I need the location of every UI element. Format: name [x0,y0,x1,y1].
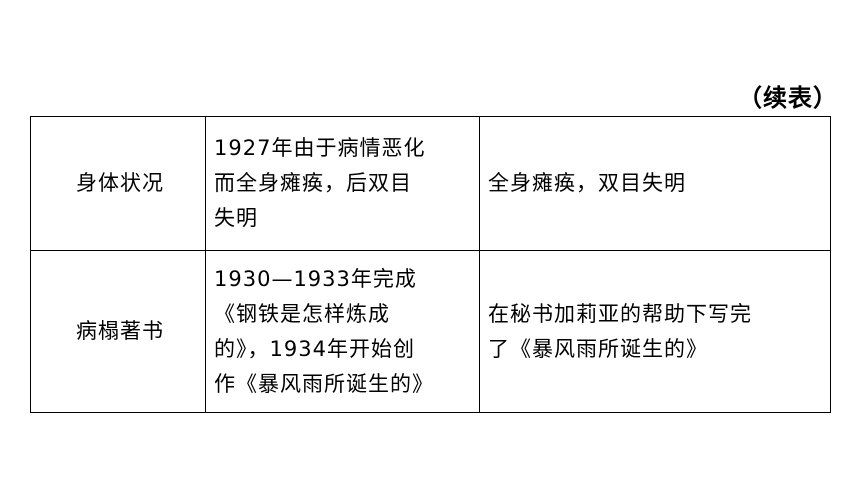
cell-line: 的》，1934年开始创 [214,336,415,361]
row-label: 病榻著书 [30,250,206,413]
table-continued-caption: （续表） [738,84,838,112]
cell-line: 全身瘫痪，双目失明 [488,171,686,195]
cell-line: 《钢铁是怎样炼成 [214,301,390,326]
row-label: 身体状况 [30,116,206,251]
cell-text: 全身瘫痪，双目失明 [479,116,831,251]
info-table: 身体状况 1927年由于病情恶化 而全身瘫痪，后双目 失明 全身瘫痪，双目失明 … [30,116,831,413]
cell-line: 失明 [214,206,258,230]
cell-line: 作《暴风雨所诞生的》 [214,371,434,396]
cell-text: 在秘书加莉亚的帮助下写完 了《暴风雨所诞生的》 [479,250,831,413]
table-row: 病榻著书 1930—1933年完成 《钢铁是怎样炼成 的》，1934年开始创 作… [30,250,831,413]
cell-line: 1930—1933年完成 [214,266,417,291]
cell-line: 1927年由于病情恶化 [214,136,426,160]
cell-line: 而全身瘫痪，后双目 [214,171,412,195]
table-row: 身体状况 1927年由于病情恶化 而全身瘫痪，后双目 失明 全身瘫痪，双目失明 [30,116,831,251]
cell-text: 1927年由于病情恶化 而全身瘫痪，后双目 失明 [205,116,480,251]
cell-line: 了《暴风雨所诞生的》 [488,336,708,361]
cell-line: 在秘书加莉亚的帮助下写完 [488,301,752,326]
cell-text: 1930—1933年完成 《钢铁是怎样炼成 的》，1934年开始创 作《暴风雨所… [205,250,480,413]
